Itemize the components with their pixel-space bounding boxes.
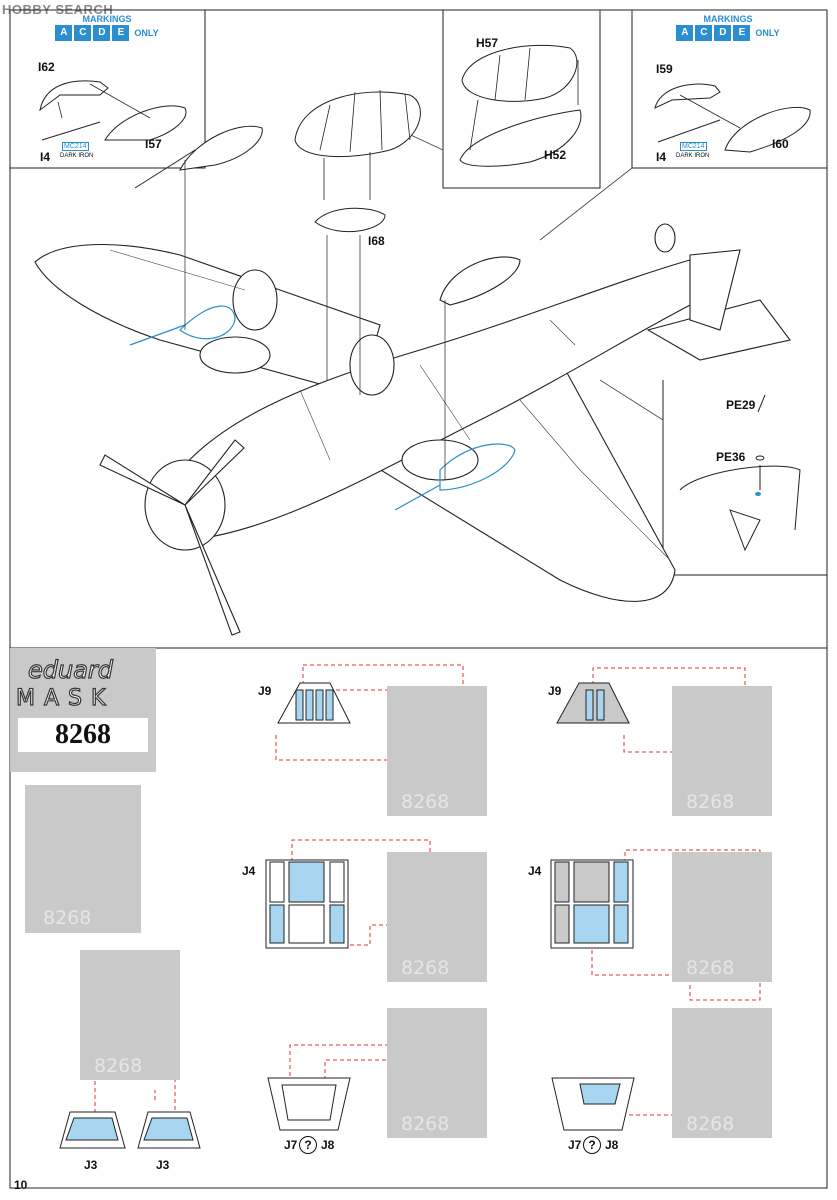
sheet-number: 8268	[686, 1113, 735, 1135]
part-label-i57: I57	[145, 137, 162, 151]
marking-letter: E	[733, 25, 751, 41]
marking-letter: D	[714, 25, 732, 41]
mask-label-j9: J9	[258, 684, 272, 698]
mask-label-j9-right: J9	[548, 684, 562, 698]
or-symbol-right: ?	[583, 1136, 601, 1154]
page-number: 10	[14, 1178, 28, 1192]
eduard-mask-badge: eduard MASK 8268	[10, 648, 156, 772]
sheet-number: 8268	[686, 957, 735, 979]
mask-label-j8-right: J8	[605, 1138, 619, 1152]
mask-word: MASK	[15, 685, 115, 711]
markings-only: ONLY	[134, 27, 159, 38]
mask-sheet: 8268	[672, 1008, 772, 1138]
part-label-pe29: PE29	[726, 398, 756, 412]
mask-sheet: 8268	[672, 852, 772, 982]
markings-title: MARKINGS	[703, 14, 753, 24]
mask-number: 8268	[18, 718, 148, 752]
mask-sheet: 8268	[387, 852, 487, 982]
mask-label-j4: J4	[242, 864, 256, 878]
paint-name: DARK IRON	[60, 153, 94, 159]
sheet-number: 8268	[686, 791, 735, 813]
markings-title: MARKINGS	[82, 14, 132, 24]
part-label-h52: H52	[544, 148, 567, 162]
part-label-i4: I4	[40, 150, 51, 164]
mask-label-j3: J3	[84, 1158, 98, 1172]
mask-label-j3-second: J3	[156, 1158, 170, 1172]
mask-sheet: 8268	[25, 785, 141, 933]
markings-note-right: MARKINGS A C D E ONLY	[673, 14, 783, 41]
part-label-i68: I68	[368, 234, 385, 248]
part-label-i59: I59	[656, 62, 673, 76]
marking-letter: C	[74, 25, 92, 41]
marking-letter: A	[676, 25, 694, 41]
mask-sheet: 8268	[80, 950, 180, 1080]
part-label-pe36: PE36	[716, 450, 746, 464]
part-label-i60: I60	[772, 137, 789, 151]
part-label-i62: I62	[38, 60, 55, 74]
mask-sheet: 8268	[387, 1008, 487, 1138]
or-symbol: ?	[299, 1136, 317, 1154]
sheet-number: 8268	[94, 1055, 143, 1077]
markings-note-left: MARKINGS A C D E ONLY	[52, 14, 162, 41]
mask-label-j4-right: J4	[528, 864, 542, 878]
sheet-number: 8268	[401, 957, 450, 979]
mask-sheet: 8268	[387, 686, 487, 816]
markings-only: ONLY	[755, 27, 780, 38]
paint-code-mc214-right: MC214	[680, 142, 707, 151]
sheet-number: 8268	[401, 1113, 450, 1135]
part-label-i4-right: I4	[656, 150, 667, 164]
mask-label-j8: J8	[321, 1138, 335, 1152]
part-label-h57: H57	[476, 36, 499, 50]
mask-label-j7-right: J7	[568, 1138, 582, 1152]
mask-label-j7: J7	[284, 1138, 298, 1152]
paint-name-right: DARK IRON	[676, 153, 710, 159]
mask-sheet: 8268	[672, 686, 772, 816]
marking-letter: E	[112, 25, 130, 41]
marking-letter: D	[93, 25, 111, 41]
sheet-number: 8268	[43, 907, 92, 929]
paint-code-mc214: MC214	[62, 142, 89, 151]
marking-letter: A	[55, 25, 73, 41]
sheet-number: 8268	[401, 791, 450, 813]
marking-letter: C	[695, 25, 713, 41]
brand-name: eduard	[27, 655, 114, 684]
